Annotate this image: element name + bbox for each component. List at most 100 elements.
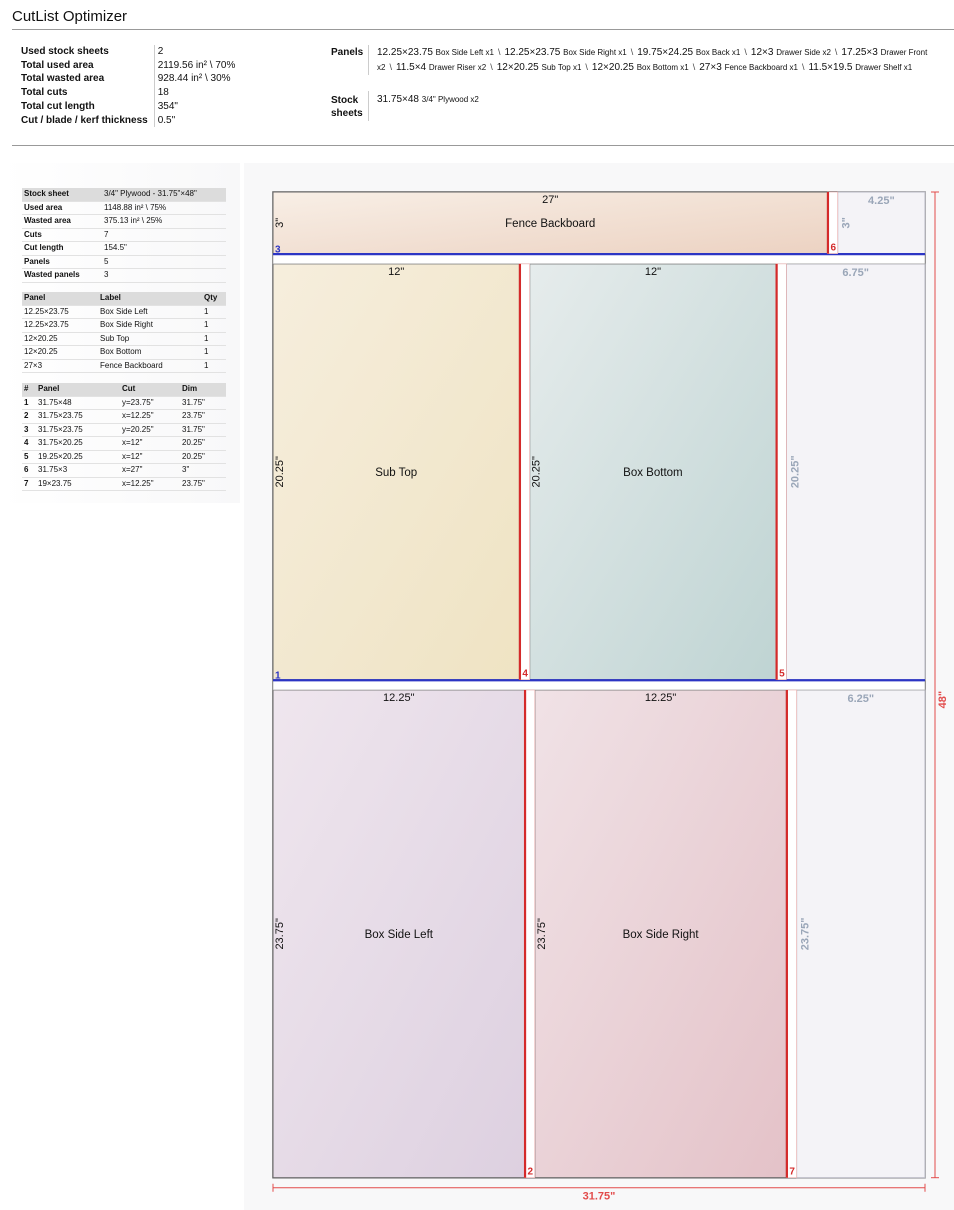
panel-height-label: 20.25" xyxy=(531,456,543,488)
sheet-stat-value: 3/4" Plywood - 31.75"×48" xyxy=(102,188,226,202)
table-cell: 23.75" xyxy=(180,409,226,424)
summary-label: Total wasted area xyxy=(18,72,155,87)
table-cell: x=12.25" xyxy=(120,477,180,491)
sheet-width-label: 31.75" xyxy=(583,1191,616,1203)
panel-list-item: 11.5×4 Drawer Riser x2 xyxy=(396,62,486,73)
column-header: Panel xyxy=(22,292,98,306)
table-cell: 19.25×20.25 xyxy=(36,450,120,464)
table-cell: 12.25×23.75 xyxy=(22,318,98,333)
panel-list-item: 12.25×23.75 Box Side Right x1 xyxy=(504,47,626,58)
panel-list-item: 27×3 Fence Backboard x1 xyxy=(699,62,798,73)
waste-region xyxy=(796,689,926,1179)
table-cell: 2 xyxy=(22,409,36,424)
panel-dimension: 27×3 xyxy=(699,62,722,73)
column-header: # xyxy=(22,383,36,397)
panel-label: Drawer Shelf x1 xyxy=(855,63,913,72)
summary-label: Total used area xyxy=(18,58,155,73)
separator: \ xyxy=(801,62,805,72)
table-cell: 1 xyxy=(202,318,226,333)
table-cell: Box Side Left xyxy=(98,305,202,319)
table-cell: x=12" xyxy=(120,436,180,451)
panel-dimension: 12×20.25 xyxy=(496,62,539,73)
table-cell: 3" xyxy=(180,463,226,478)
waste-height-label: 3" xyxy=(841,217,853,228)
sheet-stat-value: 154.5" xyxy=(102,241,226,256)
panel-height-label: 3" xyxy=(274,218,286,228)
sheet-stat-label: Stock sheet xyxy=(22,188,102,202)
panel-piece xyxy=(534,689,787,1179)
summary-value: 354" xyxy=(157,100,178,112)
summary-label: Total cuts xyxy=(18,86,155,100)
panel-list-item: 17.25×3 Drawer Front x2 xyxy=(377,47,927,73)
table-cell: Sub Top xyxy=(98,332,202,346)
separator: \ xyxy=(497,47,501,57)
column-header: Label xyxy=(98,292,202,306)
sheet-stat-label: Cut length xyxy=(22,241,102,256)
table-cell: 20.25" xyxy=(180,436,226,451)
panel-label: Box Side Right x1 xyxy=(563,48,627,57)
panel-piece xyxy=(272,263,520,681)
table-cell: 6 xyxy=(22,463,36,478)
table-cell: 31.75" xyxy=(180,396,226,410)
waste-height-label: 23.75" xyxy=(800,917,812,950)
table-cell: 19×23.75 xyxy=(36,477,120,491)
summary-label: Cut / blade / kerf thickness xyxy=(18,113,155,128)
panel-name: Fence Backboard xyxy=(505,218,595,230)
panel-dimension: 12.25×23.75 xyxy=(504,47,561,58)
column-header: Cut xyxy=(120,383,180,397)
summary-label: Used stock sheets xyxy=(18,45,155,59)
panel-list-item: 12.25×23.75 Box Side Left x1 xyxy=(377,47,494,58)
cut-number: 3 xyxy=(275,245,281,256)
table-cell: 1 xyxy=(22,396,36,410)
stock-sheets-heading: Stock sheets xyxy=(331,95,363,119)
table-cell: Box Bottom xyxy=(98,345,202,360)
separator: \ xyxy=(692,62,696,72)
panel-list-item: 19.75×24.25 Box Back x1 xyxy=(637,47,740,58)
cut-number: 1 xyxy=(275,671,281,682)
panel-label: Box Side Left x1 xyxy=(435,48,494,57)
cut-number: 6 xyxy=(830,243,836,254)
table-cell: 12×20.25 xyxy=(22,345,98,360)
separator: \ xyxy=(490,62,493,72)
table-cell: 31.75×23.75 xyxy=(36,423,120,437)
panel-name: Box Side Left xyxy=(365,929,434,941)
table-cell: 20.25" xyxy=(180,450,226,464)
app-title: CutList Optimizer xyxy=(12,8,128,25)
summary-value: 0.5" xyxy=(157,114,176,126)
table-cell: 31.75×20.25 xyxy=(36,436,120,451)
separator: \ xyxy=(744,47,747,57)
panel-piece xyxy=(272,191,828,255)
panel-height-label: 23.75" xyxy=(536,918,548,950)
sheet-stat-value: 375.13 in² \ 25% xyxy=(102,214,226,229)
cut-number: 4 xyxy=(522,669,528,680)
stock-list-item: 31.75×48 3/4" Plywood x2 xyxy=(377,94,479,105)
panel-dimension: 12×20.25 xyxy=(591,62,634,73)
panel-height-label: 20.25" xyxy=(274,456,286,488)
column-header: Panel xyxy=(36,383,120,397)
sheet-stat-value: 3 xyxy=(102,268,226,283)
panel-list-item: 12×20.25 Box Bottom x1 xyxy=(592,62,689,73)
waste-region xyxy=(785,263,926,681)
